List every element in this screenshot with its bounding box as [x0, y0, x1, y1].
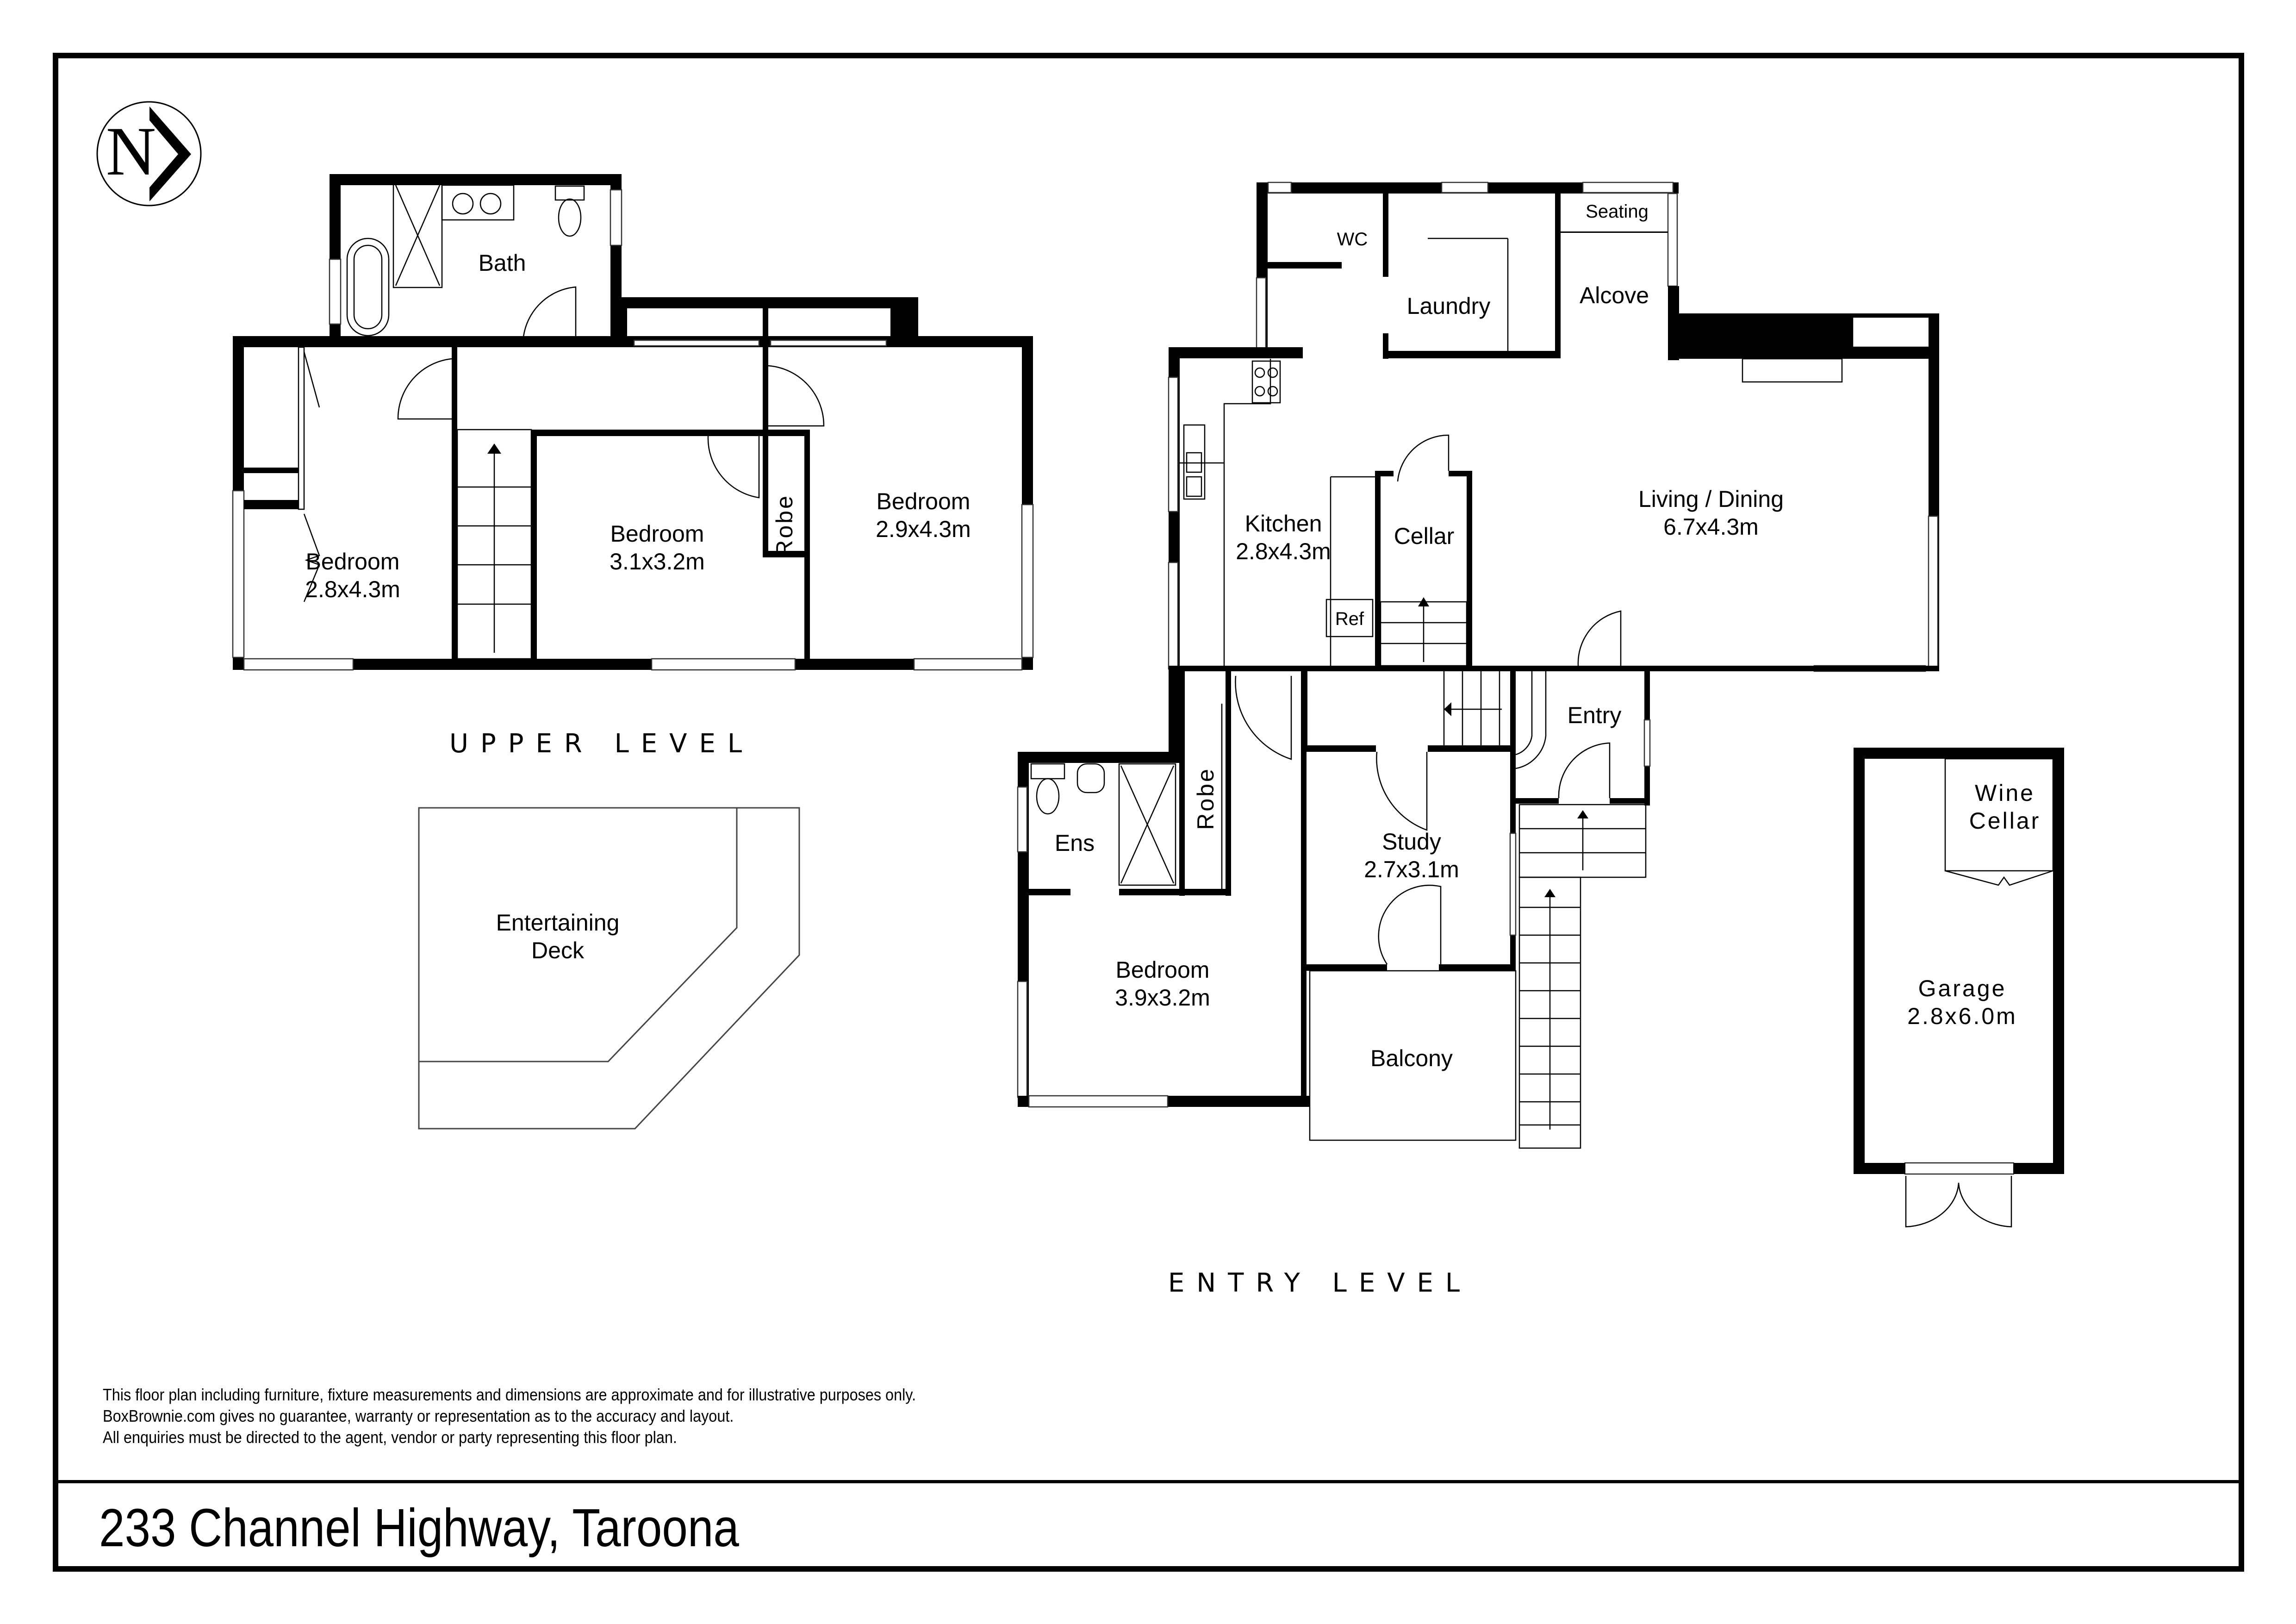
- room-size-bedroom-3: 2.9x4.3m: [876, 516, 971, 542]
- room-size-kitchen: 2.8x4.3m: [1236, 538, 1331, 564]
- toilet-icon: [554, 185, 585, 237]
- room-label-kitchen: Kitchen: [1245, 511, 1322, 537]
- room-label-bedroom-entry: Bedroom: [1116, 957, 1210, 983]
- garage-plan: Wine Cellar Garage 2.8x6.0m: [1854, 748, 2064, 1228]
- room-label-garage: Garage: [1918, 975, 2007, 1001]
- disclaimer-line-2: BoxBrownie.com gives no guarantee, warra…: [103, 1406, 734, 1425]
- room-label-bedroom-2: Bedroom: [610, 521, 704, 547]
- kitchen-sink-icon: [1183, 424, 1206, 500]
- room-label-wc: WC: [1337, 229, 1368, 250]
- hall-stairs: [1443, 671, 1547, 769]
- room-label-cellar: Cellar: [1394, 523, 1455, 549]
- level-label-entry: ENTRY LEVEL: [1168, 1268, 1472, 1298]
- disclaimer-line-3: All enquiries must be directed to the ag…: [103, 1428, 677, 1447]
- entry-level-plan: WC Laundry Seating Alcove Kitchen 2.8x4.…: [1017, 181, 1939, 1298]
- disclaimer-line-1: This floor plan including furniture, fix…: [103, 1385, 916, 1404]
- room-label-robe-entry: Robe: [1193, 767, 1219, 830]
- room-label-bedroom-1: Bedroom: [306, 549, 400, 575]
- entertaining-deck: Entertaining Deck: [418, 807, 800, 1130]
- ensuite-fixtures: [1030, 763, 1176, 886]
- page-frame: [53, 53, 2244, 1572]
- room-label-bath: Bath: [479, 250, 526, 276]
- room-size-bedroom-1: 2.8x4.3m: [305, 576, 400, 602]
- room-label-seating: Seating: [1586, 201, 1649, 222]
- room-size-study: 2.7x3.1m: [1364, 856, 1459, 882]
- upper-stairs: [456, 429, 532, 660]
- room-label-deck-2: Deck: [531, 937, 585, 963]
- north-arrow-icon: N: [96, 101, 202, 206]
- room-label-entry: Entry: [1568, 702, 1622, 728]
- property-address: 233 Channel Highway, Taroona: [99, 1498, 739, 1558]
- compass-letter: N: [106, 113, 156, 190]
- cooktop-icon: [1251, 360, 1281, 404]
- room-label-living: Living / Dining: [1638, 486, 1784, 512]
- shower-icon: [392, 182, 443, 288]
- room-label-study: Study: [1382, 829, 1441, 855]
- room-size-bedroom-2: 3.1x3.2m: [610, 549, 705, 575]
- room-label-alcove: Alcove: [1580, 282, 1649, 308]
- room-label-balcony: Balcony: [1370, 1045, 1453, 1071]
- room-label-deck-1: Entertaining: [496, 910, 620, 936]
- upper-level-plan: Bath Bedroom 2.8x4.3m Bedroom 3.1x3.2m R…: [232, 174, 1034, 759]
- room-label-bedroom-3: Bedroom: [877, 488, 971, 514]
- room-label-ref: Ref: [1335, 609, 1364, 629]
- room-label-robe-upper: Robe: [772, 494, 797, 557]
- room-size-living: 6.7x4.3m: [1663, 514, 1759, 540]
- bathtub-icon: [346, 237, 390, 337]
- cellar-stairs: [1380, 597, 1468, 667]
- disclaimer: This floor plan including furniture, fix…: [103, 1384, 916, 1448]
- vanity-sinks-icon: [441, 184, 515, 221]
- level-label-upper: UPPER LEVEL: [449, 729, 754, 759]
- room-label-laundry: Laundry: [1407, 293, 1491, 319]
- room-label-wine-cellar-1: Wine: [1975, 780, 2035, 806]
- room-label-wine-cellar-2: Cellar: [1969, 808, 2041, 834]
- entry-stairs: [1518, 804, 1647, 1149]
- room-label-ens: Ens: [1055, 830, 1095, 856]
- room-size-garage: 2.8x6.0m: [1907, 1003, 2017, 1029]
- room-size-bedroom-entry: 3.9x3.2m: [1115, 985, 1210, 1011]
